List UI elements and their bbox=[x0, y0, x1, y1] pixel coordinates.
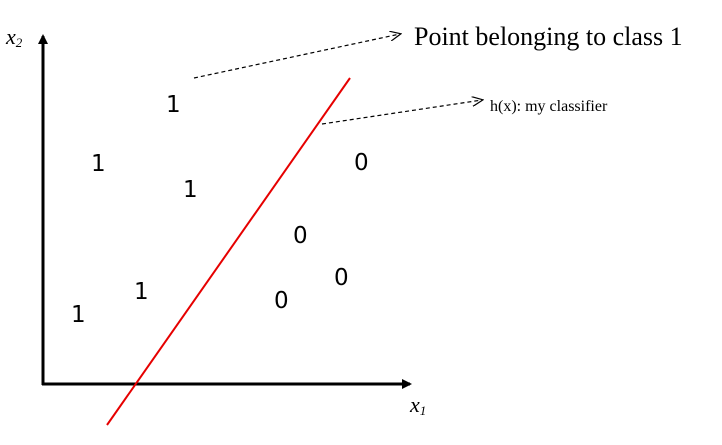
x-axis-label: x1 bbox=[409, 392, 426, 418]
y-axis-label-main: x bbox=[5, 24, 16, 49]
annotation-arrow-classifier bbox=[321, 100, 482, 125]
x-axis-label-main: x bbox=[409, 392, 420, 417]
point-class-1: 1 bbox=[91, 151, 106, 177]
point-class-0: 0 bbox=[293, 223, 308, 249]
y-axis-label: x2 bbox=[5, 24, 23, 50]
point-class-0: 0 bbox=[354, 150, 369, 176]
annotation-point-class-1: Point belonging to class 1 bbox=[414, 22, 683, 51]
point-class-1: 1 bbox=[71, 302, 86, 328]
point-class-1: 1 bbox=[166, 92, 181, 118]
point-class-1: 1 bbox=[134, 279, 149, 305]
annotation-classifier: h(x): my classifier bbox=[490, 98, 608, 115]
point-class-1: 1 bbox=[183, 177, 198, 203]
decision-boundary-line bbox=[106, 77, 351, 426]
point-class-0: 0 bbox=[334, 265, 349, 291]
point-class-0: 0 bbox=[274, 288, 289, 314]
annotation-arrow-point bbox=[193, 34, 400, 79]
x-axis-label-sub: 1 bbox=[420, 403, 427, 418]
y-axis-label-sub: 2 bbox=[16, 35, 23, 50]
